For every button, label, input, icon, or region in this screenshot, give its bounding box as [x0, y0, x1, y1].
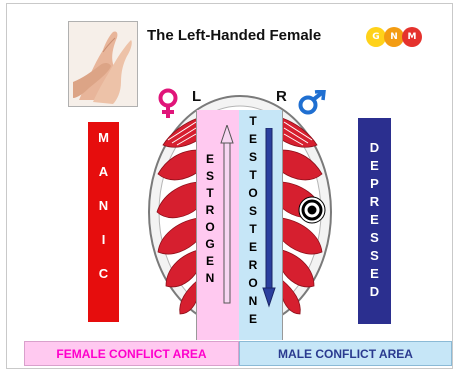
estrogen-letter: S: [202, 169, 218, 186]
testosterone-letter: O: [245, 276, 261, 294]
estrogen-letter: R: [202, 203, 218, 220]
estrogen-letter: E: [202, 254, 218, 271]
testosterone-letter: S: [245, 204, 261, 222]
testosterone-letter: O: [245, 186, 261, 204]
testosterone-letter: T: [245, 114, 261, 132]
estrogen-label: E S T R O G E N: [202, 152, 218, 288]
testosterone-letter: R: [245, 258, 261, 276]
testosterone-letter: E: [245, 132, 261, 150]
estrogen-arrow-icon: [220, 125, 234, 305]
estrogen-letter: G: [202, 237, 218, 254]
testosterone-label: T E S T O S T E R O N E: [245, 114, 261, 330]
estrogen-letter: T: [202, 186, 218, 203]
testosterone-letter: E: [245, 240, 261, 258]
estrogen-letter: O: [202, 220, 218, 237]
testosterone-letter: T: [245, 222, 261, 240]
testosterone-letter: T: [245, 168, 261, 186]
female-conflict-area: FEMALE CONFLICT AREA: [24, 341, 239, 366]
testosterone-letter: N: [245, 294, 261, 312]
target-icon: [298, 196, 326, 224]
estrogen-letter: N: [202, 271, 218, 288]
male-conflict-area: MALE CONFLICT AREA: [239, 341, 452, 366]
estrogen-letter: E: [202, 152, 218, 169]
testosterone-letter: S: [245, 150, 261, 168]
testosterone-letter: E: [245, 312, 261, 330]
testosterone-arrow-icon: [262, 128, 276, 308]
